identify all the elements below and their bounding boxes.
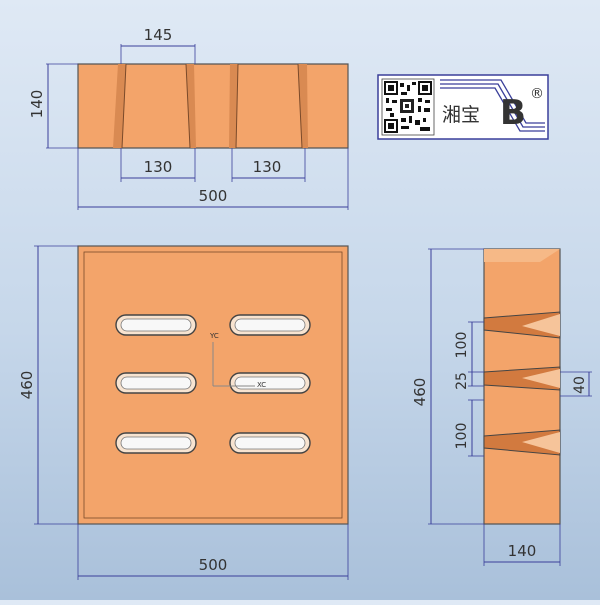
top-view: YC XC 460 500 — [18, 245, 349, 580]
axis-yc-label: YC — [209, 332, 219, 340]
slot-bottom-right — [229, 432, 311, 454]
dim-130b-label: 130 — [253, 158, 282, 176]
slot-middle-right — [229, 372, 311, 394]
logo-brand-chinese: 湘宝 — [442, 104, 480, 126]
axis-xc-label: XC — [257, 381, 266, 389]
dim-100b-label: 100 — [454, 423, 470, 450]
front-view: 145 140 130 130 500 — [28, 26, 349, 210]
side-groove-upper — [483, 311, 561, 339]
front-groove-lines — [121, 63, 303, 149]
logo-stripes — [440, 79, 545, 132]
top-view-inner-border — [83, 251, 343, 519]
dim-140-side-label: 140 — [508, 542, 537, 560]
side-top-bevel — [484, 249, 560, 262]
dim-40-label: 40 — [572, 376, 588, 394]
qr-code-icon — [381, 78, 435, 136]
dim-460-top-label: 460 — [18, 371, 36, 400]
side-groove-lower — [483, 429, 561, 456]
coordinate-axis-icon: YC XC — [209, 332, 266, 389]
logo-brand-letter: B — [500, 93, 526, 133]
front-left-groove-edge-b — [186, 64, 196, 148]
side-view: 460 100 25 100 40 140 — [411, 248, 592, 566]
slot-top-right — [229, 314, 311, 336]
dim-100a-label: 100 — [454, 332, 470, 359]
front-right-groove-edge-b — [298, 64, 308, 148]
brand-logo: 湘宝 B ® — [377, 74, 549, 140]
logo-registered-mark: ® — [530, 86, 544, 102]
dim-130a-label: 130 — [144, 158, 173, 176]
dim-145-label: 145 — [144, 26, 173, 44]
front-right-groove-edge-a — [229, 64, 238, 148]
slot-bottom-left — [115, 432, 197, 454]
dim-500-front-label: 500 — [199, 187, 228, 205]
slot-middle-left — [115, 372, 197, 394]
dim-500-top-label: 500 — [199, 556, 228, 574]
side-groove-middle — [483, 366, 561, 391]
dim-140-label: 140 — [28, 90, 46, 119]
slot-top-left — [115, 314, 197, 336]
dim-25-label: 25 — [454, 372, 470, 390]
dim-460-side-label: 460 — [411, 378, 429, 407]
